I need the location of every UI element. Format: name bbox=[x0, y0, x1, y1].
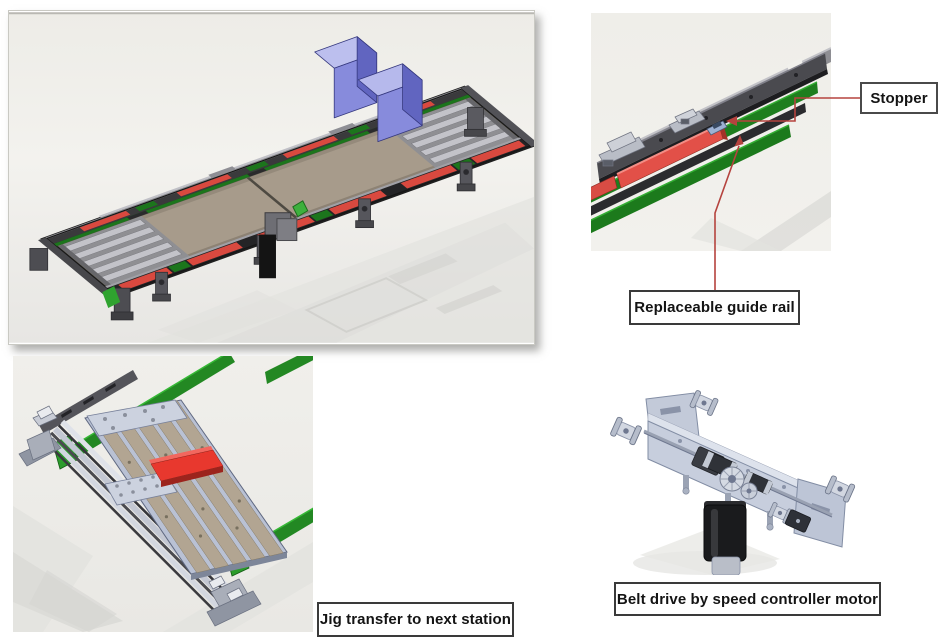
jig-red-block bbox=[149, 446, 224, 487]
conveyor-frame bbox=[38, 85, 534, 300]
motor-block bbox=[784, 509, 812, 533]
stopper-block bbox=[706, 120, 728, 136]
belt-green-lower bbox=[591, 124, 791, 234]
pulley-right bbox=[824, 475, 856, 503]
belt-drive-label-text: Belt drive by speed controller motor bbox=[616, 590, 879, 608]
stopper-label-text: Stopper bbox=[870, 89, 928, 107]
shaft-coupling-2 bbox=[742, 471, 774, 495]
jig-transfer-panel bbox=[13, 356, 313, 632]
replaceable-guide-rail-label: Replaceable guide rail bbox=[629, 290, 800, 325]
stopper-detail-render bbox=[591, 13, 831, 251]
jig-transfer-label: Jig transfer to next station bbox=[317, 602, 514, 637]
transfer-table bbox=[84, 399, 288, 580]
jig-red bbox=[591, 124, 728, 201]
pulley-top-left bbox=[689, 390, 719, 416]
overview-panel bbox=[8, 10, 535, 345]
ghost-reflection bbox=[147, 196, 534, 343]
drive-pedestal bbox=[102, 200, 309, 309]
belt-drive-render bbox=[600, 383, 872, 575]
linear-rail-dark bbox=[39, 370, 138, 434]
conveyor-overview-render bbox=[9, 12, 534, 343]
speed-controller-motor bbox=[703, 501, 747, 575]
stopper-detail-panel bbox=[591, 13, 831, 251]
pulley-left bbox=[610, 416, 642, 446]
jig-transfer-label-text: Jig transfer to next station bbox=[319, 611, 512, 628]
belt-drive-label: Belt drive by speed controller motor bbox=[614, 582, 881, 616]
end-pedestal-top-left bbox=[18, 405, 62, 467]
end-pedestal-bottom-right bbox=[206, 575, 262, 627]
belt-green-right-upper bbox=[265, 356, 313, 384]
belt-drive-panel bbox=[600, 383, 872, 575]
stopper-label: Stopper bbox=[860, 82, 938, 114]
bevel-gears bbox=[719, 466, 758, 500]
replaceable-guide-rail-label-text: Replaceable guide rail bbox=[634, 299, 795, 316]
mid-rail-dark bbox=[591, 103, 806, 216]
pulley-lower-right bbox=[767, 502, 793, 524]
sensor-assemblies bbox=[598, 108, 706, 167]
pallet-box-1 bbox=[314, 36, 378, 119]
jig-transfer-render bbox=[13, 356, 313, 632]
pallet-box-2 bbox=[357, 63, 423, 143]
